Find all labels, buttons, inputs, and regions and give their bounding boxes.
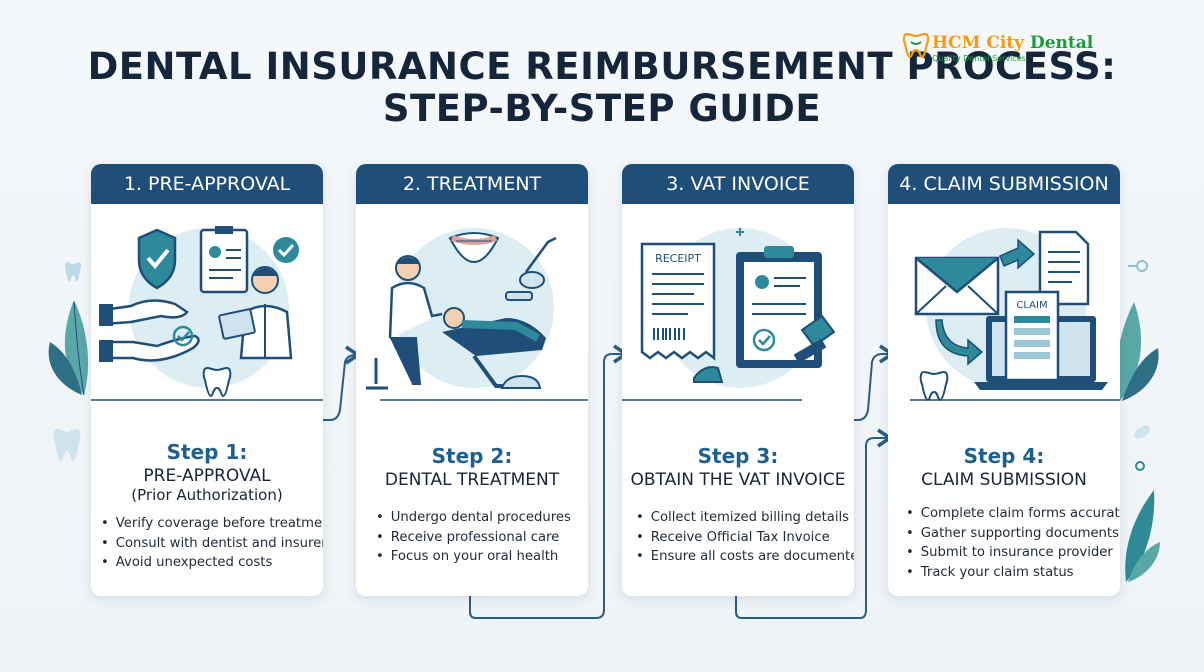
list-item: Avoid unexpected costs: [101, 553, 323, 573]
tooth-decoration-left-small: [65, 262, 81, 282]
dentist-icon: [366, 255, 443, 390]
step-name-1: PRE-APPROVAL: [143, 466, 271, 486]
official-invoice-clipboard-icon: [736, 246, 822, 368]
step-label-4: Step 4:: [963, 444, 1045, 468]
brand-tagline: Quality Dental Services: [932, 54, 1026, 63]
step-name-2: DENTAL TREATMENT: [384, 470, 560, 490]
receipt-icon: RECEIPT: [640, 242, 716, 361]
claim-form-icon: CLAIM: [1004, 290, 1060, 382]
list-item: Verify coverage before treatment: [101, 514, 323, 534]
list-item: Undergo dental procedures: [376, 508, 571, 528]
step-card-2: 2. TREATMENT Step 2:: [356, 164, 588, 596]
card-header-3: 3. VAT INVOICE: [622, 164, 854, 204]
step-bullets-4: Complete claim forms accurately Gather s…: [906, 504, 1120, 582]
list-item: Track your claim status: [906, 563, 1120, 583]
tooth-logo-icon: [902, 32, 930, 59]
step-card-3: 3. VAT INVOICE RECEIPT Step 3: OBTAIN TH…: [622, 164, 854, 596]
brand-logo: HCM City Dental Quality Dental Services: [902, 30, 1094, 70]
check-badge-icon: [273, 237, 299, 263]
claim-submission-illustration: CLAIM: [910, 228, 1120, 402]
connector-1-2: [272, 345, 362, 421]
step-label-3: Step 3:: [697, 444, 779, 468]
step-name-4: CLAIM SUBMISSION: [921, 470, 1087, 490]
list-item: Gather supporting documents: [906, 524, 1120, 544]
tooth-decoration-left: [53, 429, 81, 461]
card-header-2: 2. TREATMENT: [356, 164, 588, 204]
page-title: DENTAL INSURANCE REIMBURSEMENT PROCESS: …: [0, 46, 1204, 130]
return-arrow-icon: [935, 319, 984, 366]
clipboard-icon: [199, 226, 249, 294]
leaf-decoration-left: [48, 300, 89, 396]
brand-name: HCM City Dental: [932, 33, 1094, 53]
leaf-decoration-right: [1116, 302, 1159, 401]
patient-icon: [443, 307, 540, 342]
doctor-icon: [218, 266, 293, 360]
list-item: Receive professional care: [376, 528, 571, 548]
step-bullets-2: Undergo dental procedures Receive profes…: [376, 508, 571, 567]
step-label-1: Step 1:: [166, 440, 248, 464]
step-bullets-3: Collect itemized billing details Receive…: [636, 508, 854, 567]
title-line-1: DENTAL INSURANCE REIMBURSEMENT PROCESS:: [87, 45, 1117, 88]
connector-2-3: [469, 344, 630, 619]
title-line-2: STEP-BY-STEP GUIDE: [382, 87, 822, 130]
claim-label: CLAIM: [1016, 300, 1047, 311]
vat-invoice-illustration: RECEIPT: [622, 228, 836, 401]
leaf-decoration-right-lower: [1125, 490, 1160, 582]
treatment-illustration: [366, 228, 588, 401]
list-item: Collect itemized billing details: [636, 508, 854, 528]
pre-approval-illustration: [91, 226, 323, 401]
list-item: Focus on your oral health: [376, 547, 571, 567]
envelope-icon: [914, 256, 1000, 316]
list-item: Ensure all costs are documented: [636, 547, 854, 567]
smile-icon: [448, 232, 500, 264]
document-icon: [1038, 230, 1090, 306]
shield-check-icon: [137, 228, 177, 290]
step-name-3: OBTAIN THE VAT INVOICE: [630, 470, 846, 490]
connector-3-4a: [805, 344, 896, 421]
step-card-4: 4. CLAIM SUBMISSION CLAIM Step: [888, 164, 1120, 596]
step-card-1: 1. PRE-APPROVAL: [91, 164, 323, 596]
dental-lamp-icon: [519, 236, 557, 289]
card-header-4: 4. CLAIM SUBMISSION: [888, 164, 1120, 204]
list-item: Complete claim forms accurately: [906, 504, 1120, 524]
step-subname-1: (Prior Authorization): [131, 486, 283, 504]
card-header-1: 1. PRE-APPROVAL: [91, 164, 323, 204]
send-arrow-icon: [999, 238, 1036, 270]
list-item: Receive Official Tax Invoice: [636, 528, 854, 548]
list-item: Consult with dentist and insurer: [101, 534, 323, 554]
step-label-2: Step 2:: [431, 444, 513, 468]
sparkle-decoration-right: [1128, 260, 1150, 471]
stamp-icon: [793, 314, 836, 364]
step-bullets-1: Verify coverage before treatment Consult…: [101, 514, 323, 573]
receipt-label: RECEIPT: [655, 252, 701, 265]
connector-3-4b: [735, 428, 894, 619]
list-item: Submit to insurance provider: [906, 543, 1120, 563]
